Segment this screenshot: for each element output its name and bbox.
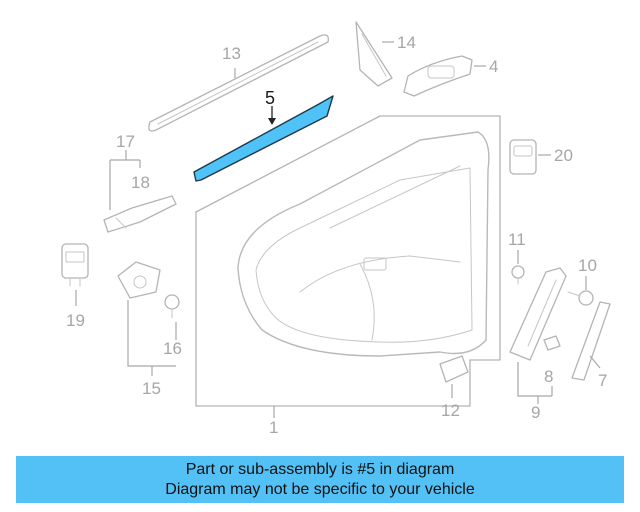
banner-line-1: Part or sub-assembly is #5 in diagram xyxy=(185,461,455,478)
callout-18[interactable]: 18 xyxy=(131,173,150,192)
callout-8[interactable]: 8 xyxy=(544,367,553,386)
leader-15-16 xyxy=(127,300,177,367)
part-13-weatherstrip[interactable] xyxy=(148,34,329,132)
leader-5-arrow xyxy=(268,118,276,125)
callout-17[interactable]: 17 xyxy=(116,132,135,151)
part-9-pull-handle-bracket[interactable] xyxy=(509,267,567,361)
leader-17 xyxy=(109,150,141,210)
part-8-clip[interactable] xyxy=(543,335,561,351)
leader-9-8 xyxy=(517,362,553,397)
parts-diagram: 13 14 4 5 20 17 18 19 xyxy=(61,21,611,437)
part-20-switch[interactable] xyxy=(509,139,537,175)
callout-5[interactable]: 5 xyxy=(265,88,275,108)
part-16-clip[interactable] xyxy=(164,294,180,319)
callout-12[interactable]: 12 xyxy=(441,401,460,420)
banner-line-2: Diagram may not be specific to your vehi… xyxy=(165,481,475,498)
part-1-door-trim-panel[interactable] xyxy=(195,115,501,407)
part-7-trim-strip[interactable] xyxy=(571,301,611,381)
part-5-molding[interactable] xyxy=(193,95,334,182)
callout-14[interactable]: 14 xyxy=(397,33,416,52)
callout-20[interactable]: 20 xyxy=(554,146,573,165)
part-10-screw[interactable] xyxy=(567,290,594,306)
part-15-speaker-bracket[interactable] xyxy=(117,261,161,299)
callout-19[interactable]: 19 xyxy=(66,311,85,330)
callout-1[interactable]: 1 xyxy=(269,418,278,437)
leader-7 xyxy=(589,355,601,369)
callout-4[interactable]: 4 xyxy=(489,57,498,76)
part-12-lock-knob[interactable] xyxy=(439,355,469,383)
callout-7[interactable]: 7 xyxy=(598,371,607,390)
part-18-clip[interactable] xyxy=(103,195,177,233)
part-4-inside-handle[interactable] xyxy=(403,55,473,97)
part-11-bolt[interactable] xyxy=(511,265,525,285)
callout-9[interactable]: 9 xyxy=(531,403,540,422)
part-19-connector[interactable] xyxy=(61,243,89,287)
callout-10[interactable]: 10 xyxy=(578,256,597,275)
info-banner: Part or sub-assembly is #5 in diagram Di… xyxy=(16,456,624,503)
callout-15[interactable]: 15 xyxy=(142,379,161,398)
callout-13[interactable]: 13 xyxy=(222,44,241,63)
callout-11[interactable]: 11 xyxy=(508,230,526,249)
part-14-mirror-cover[interactable] xyxy=(355,21,393,87)
callout-16[interactable]: 16 xyxy=(163,339,182,358)
